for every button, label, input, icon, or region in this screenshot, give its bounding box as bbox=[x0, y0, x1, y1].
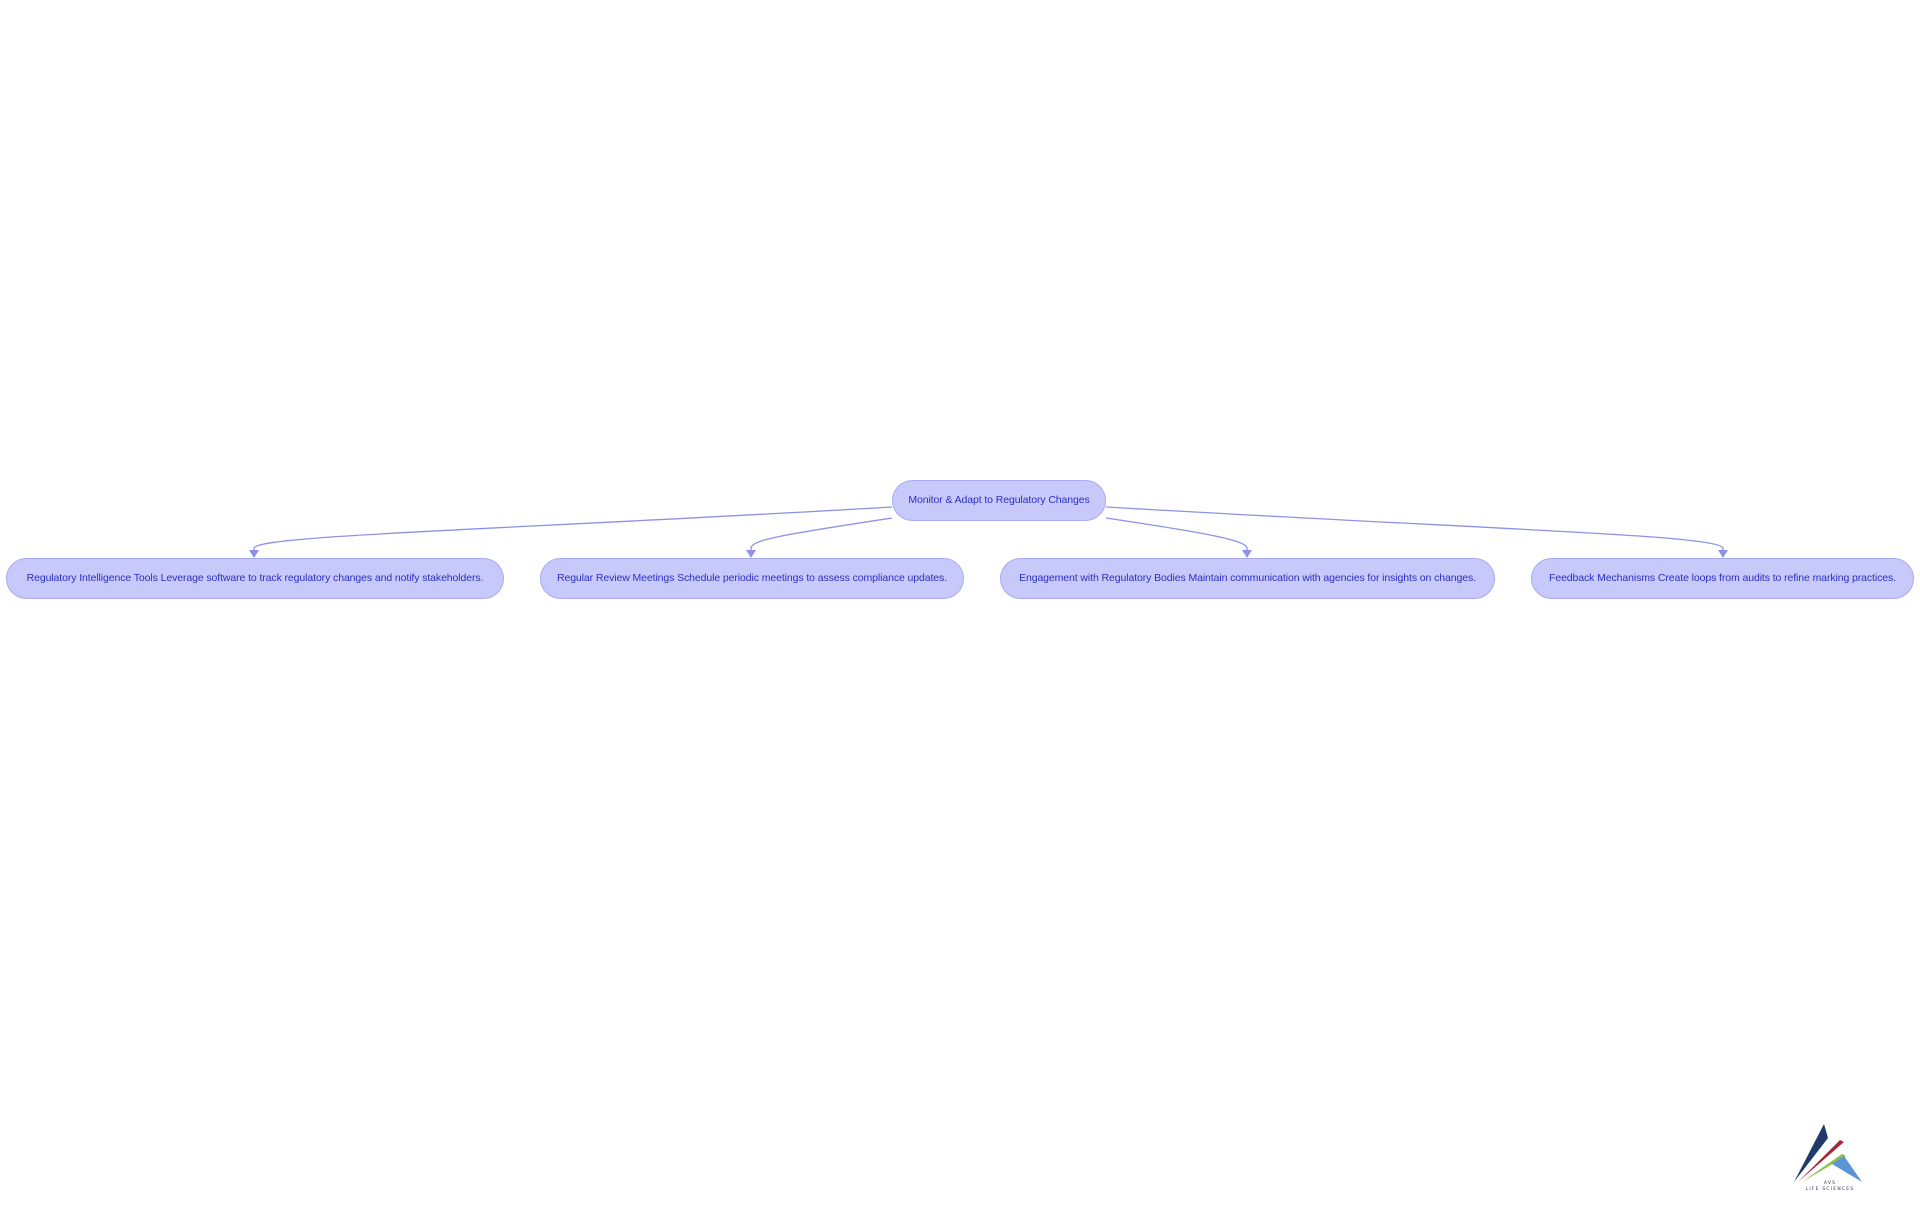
arrowhead-engagement-with-regulatory-bodies bbox=[1242, 550, 1252, 558]
logo-green-stripe bbox=[1802, 1154, 1846, 1182]
child-node-regular-review-meetings: Regular Review Meetings Schedule periodi… bbox=[540, 558, 964, 599]
node-description: Maintain communication with agencies for… bbox=[1188, 572, 1476, 584]
node-title: Regular Review Meetings bbox=[556, 572, 678, 584]
edge-root-to-regulatory-intelligence-tools bbox=[253, 506, 893, 552]
logo-line-2: LIFE SCIENCES bbox=[1805, 1187, 1855, 1192]
node-title: Feedback Mechanisms bbox=[1549, 572, 1658, 584]
node-description: Create loops from audits to refine marki… bbox=[1657, 572, 1896, 584]
logo-blue-triangle bbox=[1832, 1156, 1862, 1182]
node-title: Engagement with Regulatory Bodies bbox=[1019, 572, 1189, 584]
arrowhead-regular-review-meetings bbox=[746, 550, 756, 558]
logo-wordmark: AVS LIFE SCIENCES bbox=[1790, 1181, 1870, 1193]
child-node-engagement-with-regulatory-bodies: Engagement with Regulatory Bodies Mainta… bbox=[1000, 558, 1495, 599]
node-title: Regulatory Intelligence Tools bbox=[26, 572, 161, 584]
arrowhead-regulatory-intelligence-tools bbox=[249, 550, 259, 558]
edge-root-to-feedback-mechanisms bbox=[1105, 506, 1724, 552]
child-node-regulatory-intelligence-tools: Regulatory Intelligence Tools Leverage s… bbox=[6, 558, 504, 599]
child-node-feedback-mechanisms: Feedback Mechanisms Create loops from au… bbox=[1531, 558, 1914, 599]
logo-navy-stripe bbox=[1794, 1124, 1828, 1182]
node-description: Leverage software to track regulatory ch… bbox=[160, 572, 484, 584]
edge-root-to-regular-review-meetings bbox=[750, 517, 893, 552]
root-node-label: Monitor & Adapt to Regulatory Changes bbox=[908, 494, 1090, 506]
edge-root-to-engagement-with-regulatory-bodies bbox=[1105, 517, 1248, 552]
logo-red-stripe bbox=[1798, 1140, 1844, 1182]
root-node: Monitor & Adapt to Regulatory Changes bbox=[892, 480, 1106, 521]
arrowhead-feedback-mechanisms bbox=[1718, 550, 1728, 558]
node-description: Schedule periodic meetings to assess com… bbox=[677, 572, 948, 584]
avs-logo bbox=[1794, 1124, 1862, 1182]
logo-line-1: AVS bbox=[1823, 1181, 1837, 1186]
